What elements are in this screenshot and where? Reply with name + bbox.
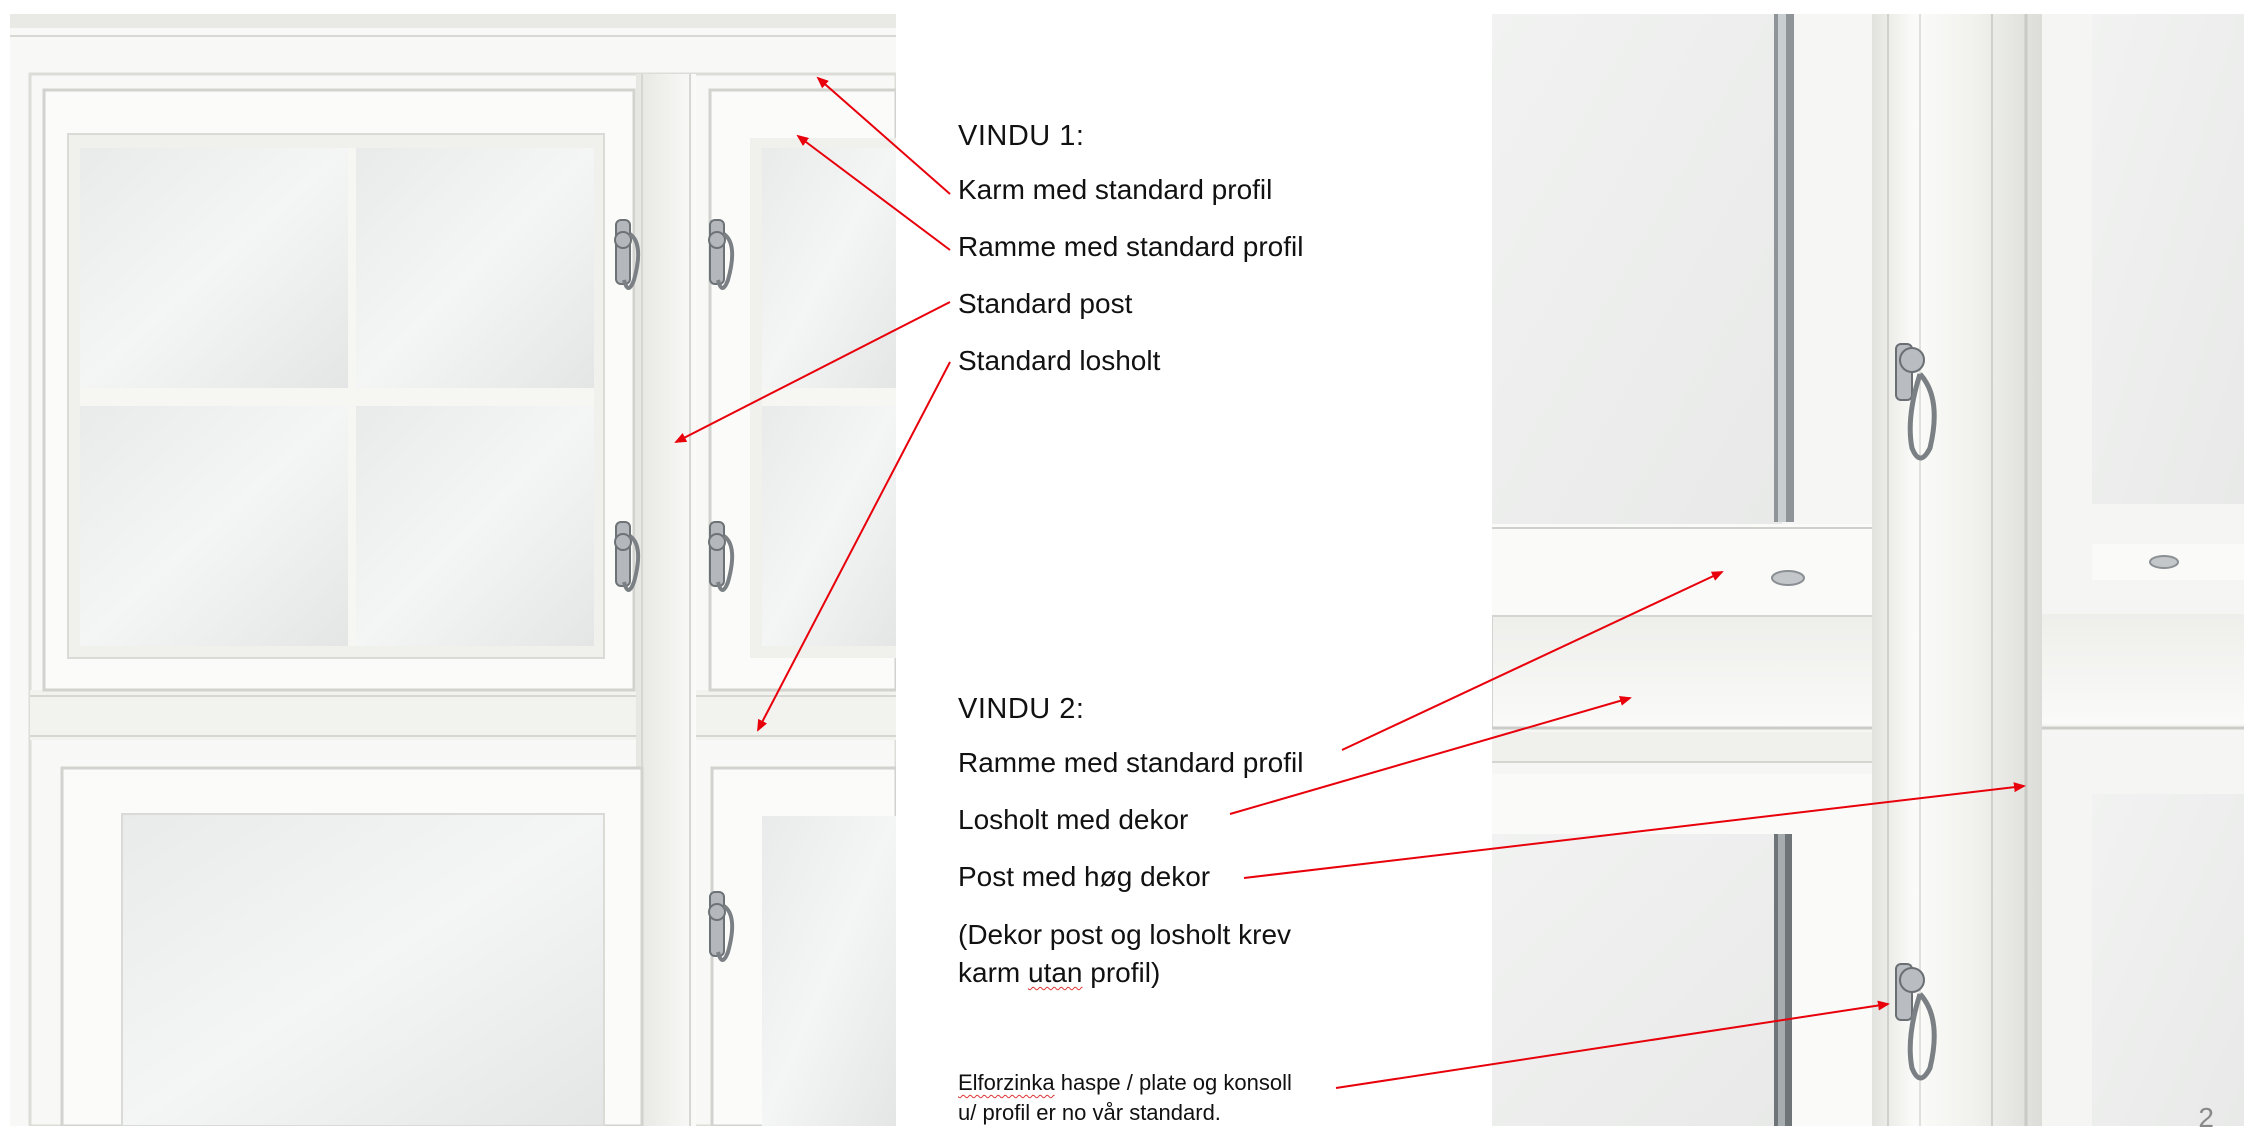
window-hinge-icon (1895, 343, 1925, 1021)
vindu2-item-losholt: Losholt med dekor (958, 804, 1189, 835)
footnote-text: haspe / plate og konsoll (1054, 1070, 1292, 1095)
vindu2-note-line2: karm utan profil) (958, 953, 1160, 993)
footnote-line1: Elforzinka haspe / plate og konsoll (958, 1069, 1292, 1097)
vindu2-item-ramme: Ramme med standard profil (958, 747, 1304, 778)
vindu2-item-post: Post med høg dekor (958, 861, 1211, 892)
vindu1-item-ramme: Ramme med standard profil (958, 231, 1304, 262)
window-hinge-icon (614, 219, 726, 957)
note-text: profil) (1082, 957, 1161, 988)
vindu1-item-karm: Karm med standard profil (958, 174, 1273, 205)
window-latch-icon (622, 232, 735, 962)
vindu1-item-losholt: Standard losholt (958, 345, 1161, 376)
photo-window-detail (1492, 14, 2244, 1126)
window-latch-icon (1907, 372, 1937, 1081)
footnote-underlined-word: Elforzinka (958, 1070, 1055, 1095)
note-text: karm (958, 957, 1028, 988)
vindu2-note-line1: (Dekor post og losholt krev (958, 919, 1292, 950)
vindu1-item-post: Standard post (958, 288, 1133, 319)
vindu2-heading: VINDU 2: (958, 693, 1085, 725)
page-number: 2 (2198, 1102, 2214, 1133)
photo-window-front (10, 14, 896, 1126)
vindu1-heading: VINDU 1: (958, 120, 1085, 152)
footnote-line2: u/ profil er no vår standard. (958, 1100, 1221, 1125)
note-underlined-word: utan (1028, 957, 1083, 988)
